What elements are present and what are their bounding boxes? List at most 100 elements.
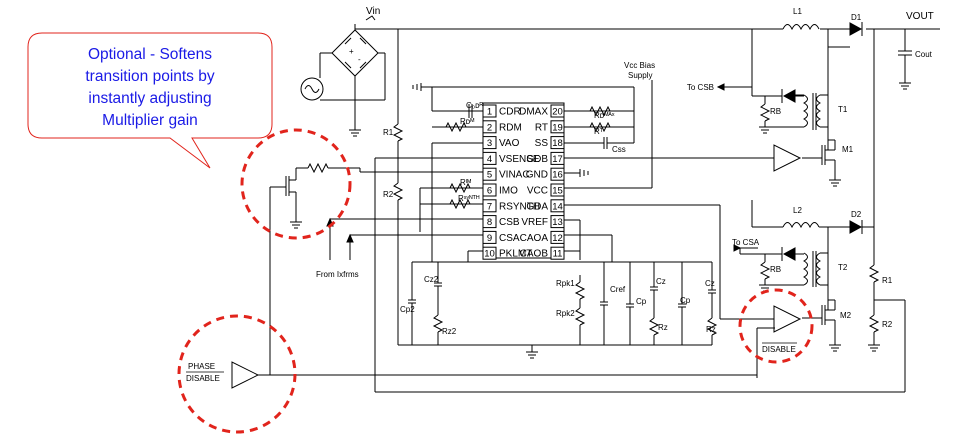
rz-b-label: Rz (706, 325, 716, 334)
disable-label: DISABLE (186, 374, 220, 383)
ic-pin-rdm: 2 RDM (482, 120, 522, 134)
t1-label: T1 (838, 105, 848, 114)
ic-pin-number: 11 (553, 249, 563, 260)
rdm-label: Rᴅᴹ (460, 117, 474, 126)
vin-rail (354, 24, 940, 30)
ic-pin-number: 6 (487, 186, 492, 197)
callout-bubble: Optional - Softens transition points by … (27, 32, 273, 169)
disable2-label: DISABLE (762, 345, 796, 354)
ic-pin-name: CAOB (520, 249, 549, 260)
m2-label: M2 (840, 311, 852, 320)
rb1-label: RB (770, 107, 781, 116)
callout-line-1: Optional - Softens (88, 46, 212, 63)
css-label: Css (612, 145, 626, 154)
inductor-l1 (782, 24, 820, 31)
diode-d1-icon (849, 22, 863, 36)
vcc-supply-label: Supply (628, 71, 652, 80)
ic-pin-name: VSENSE (499, 154, 540, 165)
ic-pin-name: IMO (499, 186, 518, 197)
rrt-label: Rᵀ (594, 127, 604, 136)
highlight-circle-multiplier (240, 128, 352, 240)
rz-a-label: Rz (658, 323, 668, 332)
vcc-bias-label: Vcc Bias (624, 61, 655, 70)
ic-pin-number: 13 (552, 217, 563, 228)
highlight-circle-gate-disable (738, 288, 814, 364)
ic-pin-name: VCC (527, 186, 548, 197)
vin-label: Vin (366, 6, 380, 17)
ic-pin-number: 4 (487, 154, 492, 165)
r2-right-label: R2 (882, 320, 893, 329)
ic-pin-number: 7 (487, 201, 492, 212)
ic-pin-number: 12 (552, 233, 563, 244)
from-ixfrms-label: From Ixfrms (316, 270, 359, 279)
r1-right-label: R1 (882, 276, 893, 285)
ic-pin-name: CSA (499, 233, 520, 244)
rz2-label: Rz2 (442, 327, 457, 336)
ic-pin-rt: 19 RT (535, 120, 565, 134)
ic-pin-number: 9 (487, 233, 492, 244)
cdr-label: C₀ᴅᴿ (466, 101, 484, 110)
ic-pin-number: 1 (487, 107, 492, 118)
l1-label: L1 (793, 7, 802, 16)
ic-pin-number: 10 (484, 249, 495, 260)
ic-pin-name: CSB (499, 217, 520, 228)
ic-pin-number: 5 (487, 170, 492, 181)
to-csb-label: To CSB (687, 83, 714, 92)
ic-pin-number: 20 (552, 107, 563, 118)
phase-disable-buffer (231, 361, 758, 389)
ic-pin-name: CDR (499, 107, 521, 118)
vout-label: VOUT (906, 11, 934, 22)
ic-pin-name: VAO (499, 138, 520, 149)
cz-b-label: Cz (705, 279, 715, 288)
rpk1-label: Rpk1 (556, 279, 575, 288)
rim-label: Rᴵᴹ (460, 178, 471, 187)
rb2-label: RB (770, 265, 781, 274)
ic-pin-number: 18 (552, 138, 563, 149)
phase1-stage (564, 29, 850, 187)
ic-pin-imo: 6 IMO (482, 183, 518, 197)
ic-pin-name: GDA (526, 201, 548, 212)
ic-pin-number: 15 (552, 186, 563, 197)
cout-capacitor (898, 29, 912, 90)
rsynth-label: Rˢʸᴺᵀᴴ (458, 194, 480, 203)
m1-label: M1 (842, 145, 854, 154)
ground-icon (349, 129, 361, 137)
t2-label: T2 (838, 263, 848, 272)
d2-label: D2 (851, 210, 862, 219)
cz2-label: Cz2 (424, 275, 439, 284)
callout-line-4: Multiplier gain (102, 112, 198, 129)
svg-text:-: - (358, 55, 361, 64)
callout-line-3: instantly adjusting (88, 90, 211, 107)
bridge-rectifier (319, 24, 386, 130)
cout-label: Cout (915, 50, 933, 59)
ic-pin-number: 19 (552, 122, 563, 133)
ic-pin-vsense: 4 VSENSE (482, 151, 540, 165)
ic-support-network (326, 80, 718, 359)
ic-pin-number: 17 (552, 154, 563, 165)
ic-pin-name: RT (535, 122, 548, 133)
ic-pin-number: 2 (487, 122, 492, 133)
ic-pin-number: 14 (552, 201, 563, 212)
r2-left-label: R2 (383, 190, 394, 199)
l2-label: L2 (793, 206, 802, 215)
input-divider (392, 29, 483, 345)
ic-pin-dmax: 20 DMAX (519, 104, 565, 118)
ic-pin-name: GND (526, 170, 548, 181)
ic-pin-name: RSYNTH (499, 201, 540, 212)
ic-pin-csa: 9 CSA (482, 230, 520, 244)
ic-pin-name: RDM (499, 122, 522, 133)
output-divider (374, 157, 906, 393)
ic-pin-name: CAOA (520, 233, 549, 244)
ic-pin-gda: 14 GDA (526, 199, 565, 213)
ic-pin-name: DMAX (519, 107, 548, 118)
ic-pin-number: 3 (487, 138, 492, 149)
